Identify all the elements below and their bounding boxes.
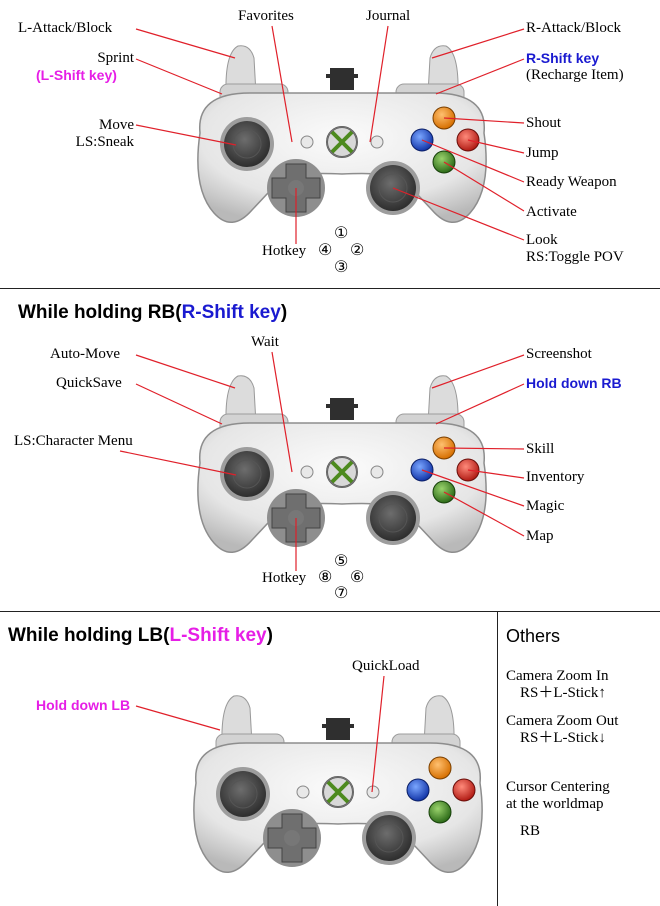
title-rb-pre: While holding RB( bbox=[18, 302, 182, 323]
hotkey-num-2: ② bbox=[350, 242, 365, 259]
label-sprint: Sprint bbox=[97, 50, 134, 66]
label-look: Look bbox=[526, 232, 558, 248]
label-toggle-pov: RS:Toggle POV bbox=[526, 249, 624, 265]
label-hotkey-1: Hotkey bbox=[262, 243, 307, 259]
others-cursor-1: Cursor Centering bbox=[506, 779, 610, 795]
others-zoom-out-keys: RS＋L-Stick↓ bbox=[520, 730, 606, 746]
controller-diagram-2 bbox=[195, 373, 489, 555]
label-quicksave: QuickSave bbox=[56, 375, 122, 391]
label-hotkey-2: Hotkey bbox=[262, 570, 307, 586]
label-quickload: QuickLoad bbox=[352, 658, 420, 674]
label-map: Map bbox=[526, 528, 554, 544]
label-skill: Skill bbox=[526, 441, 555, 457]
label-r-shift: R-Shift key bbox=[526, 50, 600, 66]
label-move: Move bbox=[99, 117, 134, 133]
title-rb-key: R-Shift key bbox=[181, 302, 281, 323]
label-recharge: (Recharge Item) bbox=[526, 67, 624, 83]
label-magic: Magic bbox=[526, 498, 565, 514]
others-zoom-out: Camera Zoom Out bbox=[506, 713, 619, 729]
hotkey-num-3: ③ bbox=[334, 259, 349, 276]
divider-vertical bbox=[497, 611, 498, 906]
label-auto-move: Auto-Move bbox=[50, 346, 120, 362]
divider-1 bbox=[0, 288, 660, 289]
others-cursor-2: at the worldmap bbox=[506, 796, 604, 812]
title-lb-key: L-Shift key bbox=[169, 625, 267, 646]
label-inventory: Inventory bbox=[526, 469, 585, 485]
hotkey-num-8: ⑧ bbox=[318, 569, 333, 586]
others-cursor-keys: RB bbox=[520, 823, 541, 839]
hotkey-num-6: ⑥ bbox=[350, 569, 365, 586]
label-screenshot: Screenshot bbox=[526, 346, 592, 362]
others-title: Others bbox=[506, 626, 561, 646]
label-hold-rb: Hold down RB bbox=[526, 375, 622, 391]
hotkey-num-5: ⑤ bbox=[334, 553, 349, 570]
controller-diagram-1 bbox=[195, 43, 489, 225]
label-shout: Shout bbox=[526, 115, 562, 131]
label-ready-weapon: Ready Weapon bbox=[526, 174, 617, 190]
label-jump: Jump bbox=[526, 145, 559, 161]
label-l-attack: L-Attack/Block bbox=[18, 20, 113, 36]
section-title-lb: While holding LB(L-Shift key) bbox=[8, 625, 273, 647]
divider-2 bbox=[0, 611, 660, 612]
title-rb-post: ) bbox=[280, 302, 288, 323]
label-journal: Journal bbox=[366, 8, 411, 24]
label-r-attack: R-Attack/Block bbox=[526, 20, 621, 36]
label-wait: Wait bbox=[251, 334, 279, 350]
label-favorites: Favorites bbox=[238, 8, 294, 24]
title-lb-pre: While holding LB( bbox=[8, 625, 170, 646]
label-sneak: LS:Sneak bbox=[75, 134, 134, 150]
hotkey-num-7: ⑦ bbox=[334, 585, 349, 602]
label-hold-lb: Hold down LB bbox=[36, 697, 131, 713]
others-zoom-in-keys: RS＋L-Stick↑ bbox=[520, 685, 606, 701]
title-lb-post: ) bbox=[266, 625, 273, 646]
label-activate: Activate bbox=[526, 204, 577, 220]
label-character-menu: LS:Character Menu bbox=[14, 433, 133, 449]
hotkey-num-4: ④ bbox=[318, 242, 333, 259]
label-sprint-key: (L-Shift key) bbox=[36, 67, 117, 83]
others-zoom-in: Camera Zoom In bbox=[506, 668, 609, 684]
section-title-rb: While holding RB(R-Shift key) bbox=[18, 302, 287, 324]
controller-diagram-3 bbox=[191, 693, 485, 875]
hotkey-num-1: ① bbox=[334, 225, 349, 242]
